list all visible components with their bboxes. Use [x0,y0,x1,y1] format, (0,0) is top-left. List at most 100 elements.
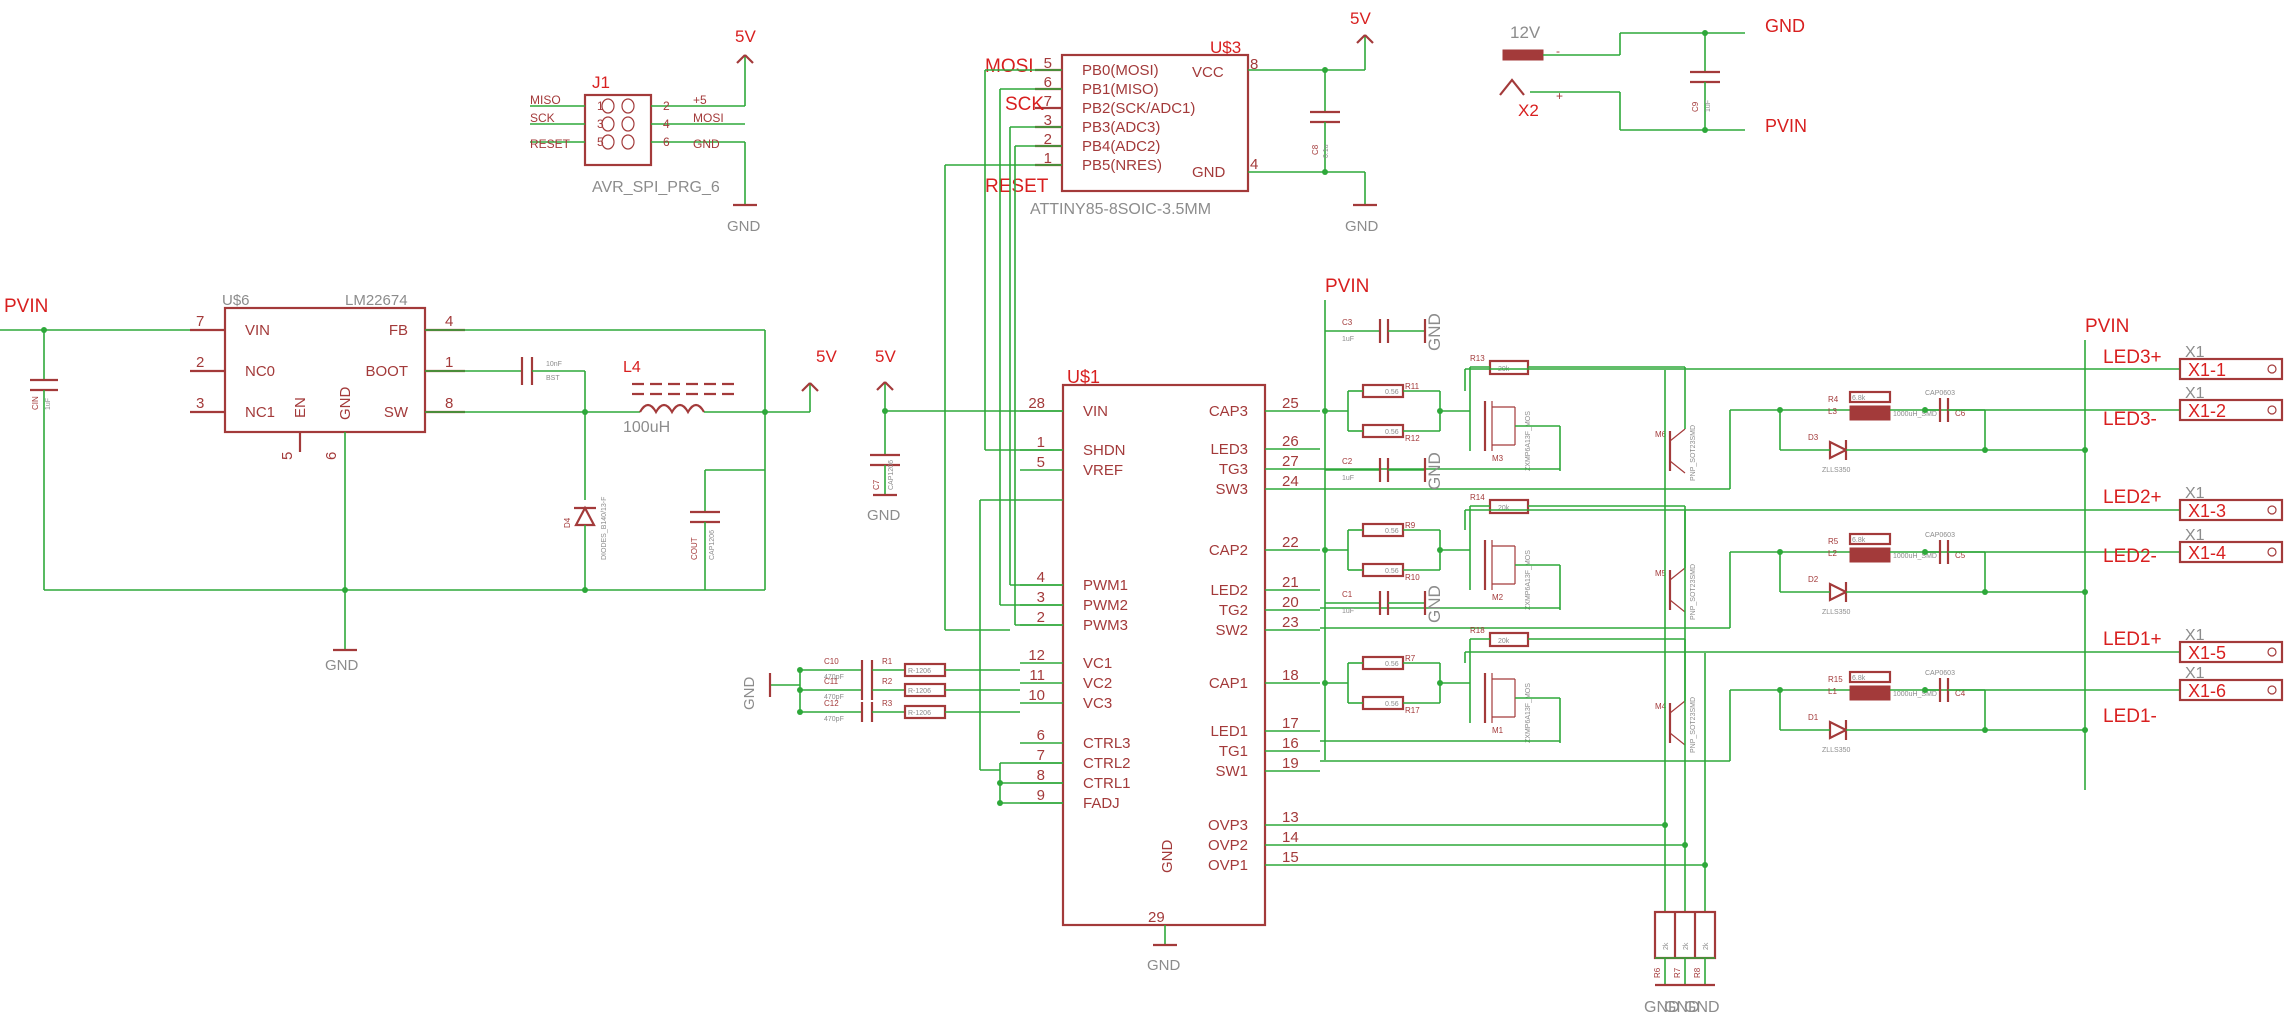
ch-res-ref: R4 [1828,395,1839,404]
u6-en-pin: 5 [279,452,296,460]
ch-diode-value: ZLLS350 [1822,467,1851,474]
u1-ref: U$1 [1067,367,1100,387]
ch-gnd-label: GND [1425,313,1444,351]
ch-gnd-label: GND [1425,585,1444,623]
x1-pin-body [2178,640,2284,664]
u3-pin-number: 2 [1044,131,1052,148]
ch-cap-ref: C3 [1342,318,1353,327]
u3-pin-number: 7 [1044,93,1052,110]
ch-cap-ref: C1 [1342,590,1353,599]
vc-res-value: R-1206 [908,710,931,717]
ch-junction [1922,407,1928,413]
ch-diode-ref: D3 [1808,433,1819,442]
x1-pin-name: X1-2 [2188,401,2226,421]
u1-left-pin-name: VC1 [1083,655,1112,672]
u3-pin-number: 5 [1044,55,1052,72]
ch-diode [1828,720,1849,740]
right-pvin-net: PVIN [2085,316,2129,337]
u3-vcc-pin: 8 [1250,56,1258,73]
u1-left-pin-number: 5 [1037,454,1045,471]
vc-cap-ref: C10 [824,657,839,666]
c8-value: 0.1u [1323,144,1330,158]
u3-value: ATTINY85-8SOIC-3.5MM [1030,201,1211,218]
j1-plus5-label: +5 [693,93,707,107]
ovp-gnd-2: GND [1664,999,1700,1016]
j1-header: J1 AVR_SPI_PRG_6 1 2 3 4 5 6 MISO SCK RE… [530,27,761,235]
u1-right-pin-name: CAP2 [1209,542,1248,559]
ch-diode [1828,440,1849,460]
ch-sense-ref-b: R12 [1405,434,1420,443]
ch-junction [1777,549,1783,555]
u3-pin-name: PB0(MOSI) [1082,62,1159,79]
ch-pnp-ref: M4 [1655,702,1667,711]
ch-res-ref: R5 [1828,537,1839,546]
j1-pin3: 3 [597,117,604,131]
ch-junction [1982,727,1988,733]
u1-left-pin-name: CTRL3 [1083,735,1131,752]
ovp-lines [1320,370,1708,912]
ovp-gnd-3: GND [1684,999,1720,1016]
x1-pin-hole [2267,685,2277,695]
u1-left-pin-number: 11 [1029,667,1045,684]
x2-input: 12V X2 - + GND PVIN C9 1uF [1499,16,1807,136]
u1-right-pin-number: 25 [1282,395,1299,412]
ch-pnp-collector [1669,732,1686,746]
vc-junction [797,709,803,715]
u6-right-pin-name: SW [384,404,409,421]
vc-res-value: R-1206 [908,668,931,675]
ch-sense-val-a: 0.56 [1385,389,1399,396]
u1-right-pin-number: 22 [1282,534,1299,551]
pvin-rails: PVIN PVIN [1324,276,2129,790]
x2-gnd-net: GND [1765,16,1805,36]
ch-cap-value: CAP0603 [1925,670,1955,677]
u6-left-pin-name: NC0 [245,363,275,380]
u6-left-pin-number: 7 [196,313,204,330]
u1-5v-label: 5V [875,347,896,366]
ch-pnp-value: PNP_SOT23SMD [1690,564,1697,620]
u6-right-pin-name: FB [389,322,408,339]
u3-vcc-label: VCC [1192,64,1224,81]
u3-body [1060,53,1250,193]
u3-pin-name: PB1(MISO) [1082,81,1159,98]
ch-inductor [1849,547,1891,563]
ch-sense-ref-b: R10 [1405,573,1420,582]
l4-ref: L4 [623,359,641,376]
j1-pin5: 5 [597,135,604,149]
u1-right-pins: 25CAP326LED327TG324SW322CAP221LED220TG22… [1208,395,1320,874]
u1-left-pin-name: VC3 [1083,695,1112,712]
j1-reset-label: RESET [530,137,571,151]
j1-ref: J1 [592,73,610,92]
vc-res-ref: R1 [882,657,893,666]
u1-right-pin-name: LED3 [1210,441,1248,458]
x1-ref: X1 [2185,344,2205,361]
ch-mos-ref: M1 [1492,726,1504,735]
ovp-resistors: R6 R7 R8 2k 2k 2k GND GND GND [1320,370,1720,1016]
r7-ref: R7 [1673,967,1682,978]
x1-pin-hole [2267,647,2277,657]
r7-val: 2k [1683,942,1690,950]
ch-pnp-emitter [1669,567,1686,581]
j1-sck-label: SCK [530,111,555,125]
u1-right-pin-name: CAP3 [1209,403,1248,420]
ch-sense-val-b: 0.56 [1385,429,1399,436]
u1-right-pin-name: SW1 [1215,763,1248,780]
x1-net-label: LED1+ [2103,629,2162,650]
r8-val: 2k [1703,942,1710,950]
u1-right-pin-number: 21 [1282,574,1299,591]
x1-pin-body [2178,398,2284,422]
ch-res [1848,670,1892,684]
u1-left-pin-number: 9 [1037,787,1045,804]
u1-left-pin-number: 3 [1037,589,1045,606]
vc-cap-value: 470pF [824,674,844,681]
u6-ref: U$6 [222,292,250,309]
ch-sense-ref-a: R7 [1405,654,1416,663]
ch-ind-val: 1000uH_SMD [1893,411,1937,418]
u1-left-pin-name: VIN [1083,403,1108,420]
u1-left-pin-name: PWM3 [1083,617,1128,634]
u6-gnd-label: GND [337,387,354,421]
j1-gnd-label: GND [693,137,720,151]
u1-left-pin-number: 2 [1037,609,1045,626]
